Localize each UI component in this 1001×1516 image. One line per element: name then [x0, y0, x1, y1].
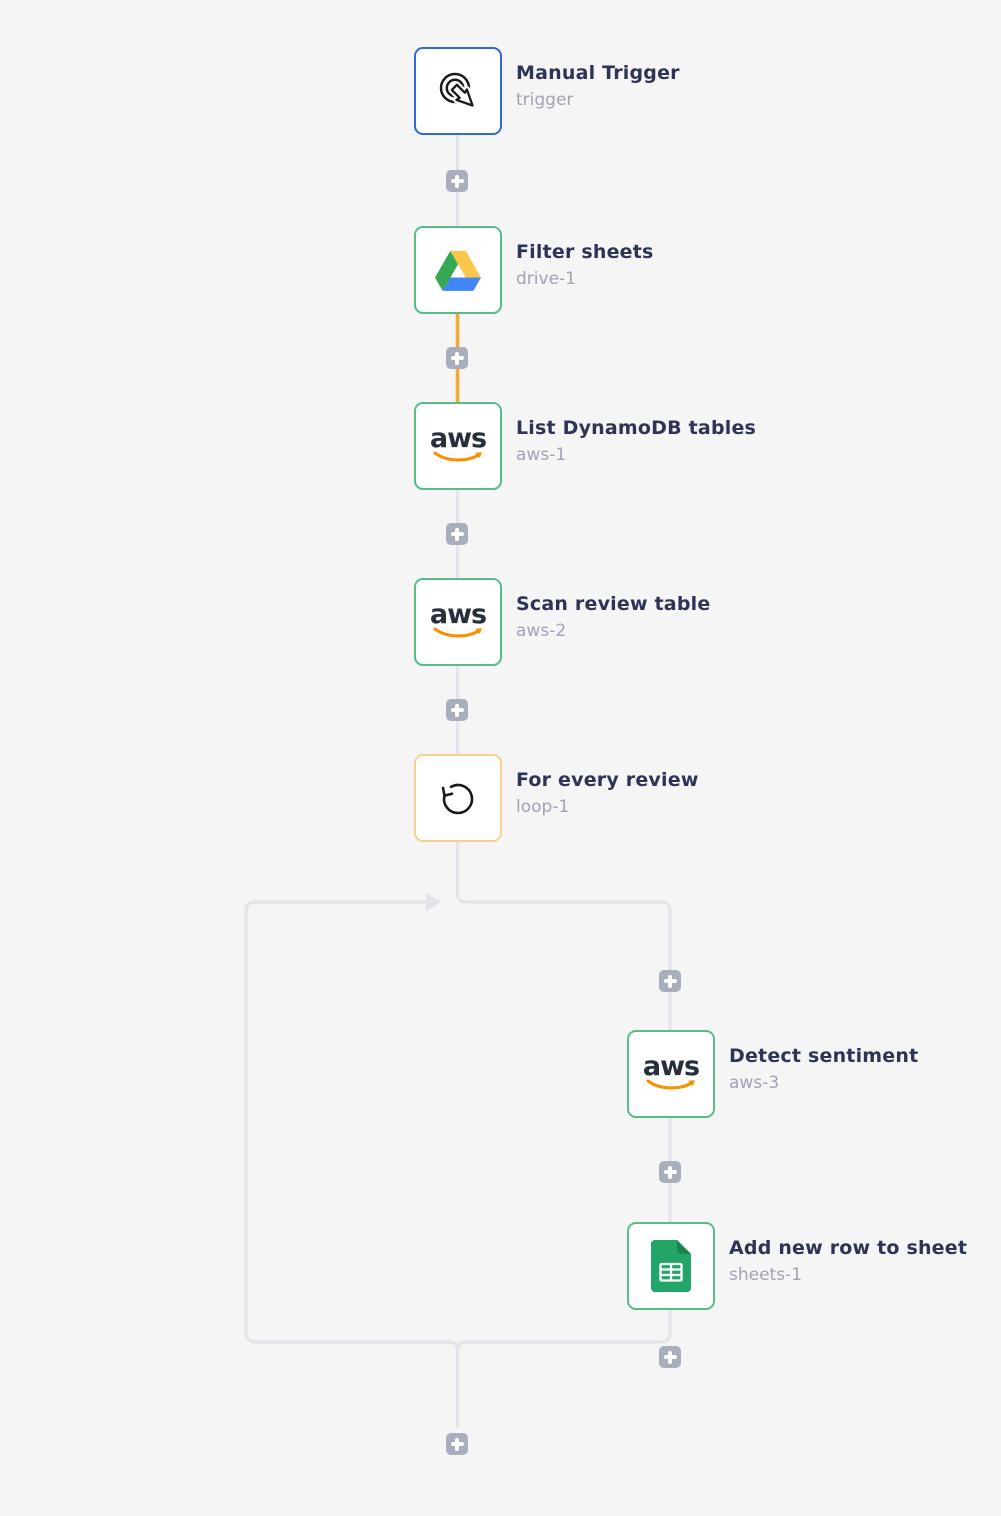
- node-subtitle: aws-1: [516, 445, 567, 465]
- node-filter-sheets-box[interactable]: [414, 226, 502, 314]
- node-for-every-review-box[interactable]: [414, 754, 502, 842]
- node-subtitle: aws-2: [516, 621, 567, 641]
- node-scan-review-table-box[interactable]: aws: [414, 578, 502, 666]
- aws-icon: aws: [429, 599, 487, 640]
- node-title: Manual Trigger: [516, 62, 680, 84]
- node-label: List DynamoDB tables aws-1: [516, 415, 936, 467]
- node-title: Detect sentiment: [729, 1045, 919, 1067]
- aws-icon: aws: [642, 1051, 700, 1092]
- google-drive-icon: [435, 250, 481, 291]
- node-detect-sentiment-box[interactable]: aws: [627, 1030, 715, 1118]
- add-step-button-4[interactable]: [446, 699, 468, 721]
- add-step-button-6[interactable]: [659, 1161, 681, 1183]
- node-label: Scan review table aws-2: [516, 591, 936, 643]
- loop-icon: [441, 783, 474, 815]
- node-list-dynamodb-tables-box[interactable]: aws: [414, 402, 502, 490]
- wire-loop-return: [244, 900, 460, 1352]
- add-step-button-3[interactable]: [446, 523, 468, 545]
- aws-smile-icon: [433, 627, 482, 638]
- node-subtitle: trigger: [516, 90, 574, 110]
- add-step-button-8[interactable]: [446, 1433, 468, 1455]
- node-title: Filter sheets: [516, 241, 654, 263]
- add-step-button-2[interactable]: [446, 347, 468, 369]
- google-sheets-icon: [651, 1240, 691, 1292]
- node-label: For every review loop-1: [516, 767, 936, 819]
- node-subtitle: loop-1: [516, 797, 570, 817]
- node-manual-trigger-box[interactable]: [414, 47, 502, 135]
- node-title: Scan review table: [516, 593, 711, 615]
- node-subtitle: aws-3: [729, 1073, 780, 1093]
- node-label: Manual Trigger trigger: [516, 60, 936, 112]
- aws-icon: aws: [429, 423, 487, 464]
- wire-loop-body-in: [455, 842, 672, 1030]
- node-title: Add new row to sheet: [729, 1237, 968, 1259]
- add-step-button-5[interactable]: [659, 970, 681, 992]
- node-label: Add new row to sheet sheets-1: [729, 1235, 1001, 1287]
- node-subtitle: drive-1: [516, 269, 576, 289]
- aws-smile-icon: [646, 1079, 695, 1090]
- aws-smile-icon: [433, 451, 482, 462]
- node-subtitle: sheets-1: [729, 1265, 803, 1285]
- aws-wordmark: aws: [642, 1051, 700, 1082]
- aws-wordmark: aws: [429, 423, 487, 454]
- node-title: List DynamoDB tables: [516, 417, 757, 439]
- node-label: Detect sentiment aws-3: [729, 1043, 1001, 1095]
- loop-return-arrowhead: [426, 892, 441, 912]
- manual-trigger-icon: [439, 72, 476, 109]
- wire-loop-body-out: [455, 1310, 672, 1427]
- node-add-new-row-to-sheet-box[interactable]: [627, 1222, 715, 1310]
- aws-wordmark: aws: [429, 599, 487, 630]
- add-step-button-7[interactable]: [659, 1346, 681, 1368]
- node-title: For every review: [516, 769, 699, 791]
- add-step-button-1[interactable]: [446, 170, 468, 192]
- node-label: Filter sheets drive-1: [516, 239, 936, 291]
